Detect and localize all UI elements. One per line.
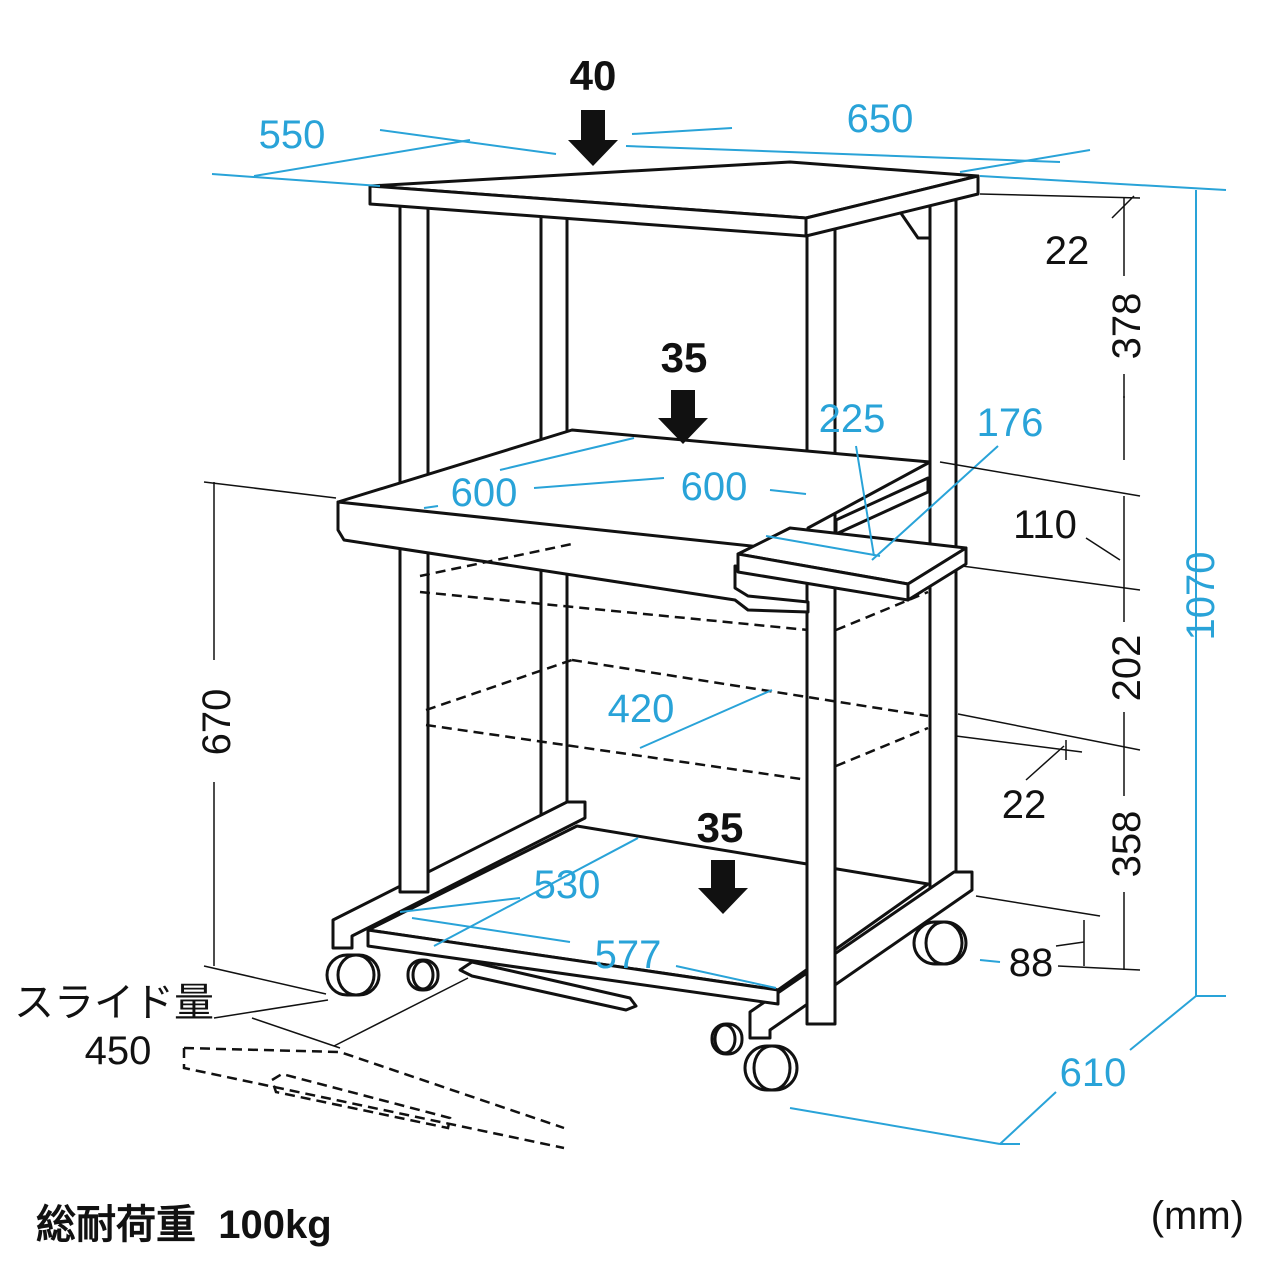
dim-top-depth: 550 — [259, 113, 326, 157]
cart-drawing — [325, 160, 980, 1092]
dim-mid-width: 600 — [681, 465, 748, 509]
blue-labels: 550 650 600 600 225 176 420 530 577 610 … — [259, 97, 1223, 1095]
front-right-post — [805, 226, 837, 1026]
caster-front-left — [325, 953, 381, 997]
dim-bottom-width: 577 — [595, 933, 662, 977]
dark-dimension-lines — [203, 193, 1141, 1049]
dim-top-thickness: 22 — [1045, 229, 1090, 273]
dim-mid-depth: 600 — [451, 471, 518, 515]
caster-back-right — [710, 1022, 744, 1056]
dim-middle-gap: 202 — [1105, 635, 1149, 702]
bottom-shelf-front — [366, 928, 780, 1006]
dim-kbd-height: 110 — [1013, 503, 1077, 547]
keyboard-shelf-side — [906, 546, 968, 602]
arrow-bottom — [698, 860, 748, 914]
dark-labels: 22 378 110 202 22 358 88 670 スライド量 450 — [14, 229, 1149, 1073]
top-shelf-side — [804, 174, 980, 238]
dim-top-gap: 378 — [1105, 293, 1149, 360]
load-bottom-label: 35 — [697, 804, 744, 851]
arrow-middle — [658, 390, 708, 444]
load-top-label: 40 — [570, 52, 617, 99]
load-middle-label: 35 — [661, 334, 708, 381]
dim-kbd-width: 225 — [819, 397, 886, 441]
slide-amount-value: 450 — [85, 1029, 152, 1073]
dim-desk-height: 670 — [195, 689, 239, 756]
blue-dimension-lines — [211, 127, 1227, 1145]
dim-shelf-thickness: 22 — [1002, 783, 1047, 827]
dashed-shelves — [182, 542, 929, 1150]
caster-rear-right — [912, 920, 968, 966]
dim-kbd-depth: 176 — [977, 401, 1044, 445]
base-left-rail — [331, 800, 587, 950]
dim-top-width: 650 — [847, 97, 914, 141]
dim-base-depth: 610 — [1060, 1051, 1127, 1095]
dim-total-height: 1070 — [1179, 552, 1223, 641]
dim-inner-width: 420 — [608, 687, 675, 731]
dim-bottom-depth: 530 — [534, 863, 601, 907]
total-load-caption: 総耐荷重 100kg — [36, 1203, 332, 1247]
slide-amount-label: スライド量 — [14, 981, 214, 1025]
caster-front-right — [743, 1044, 799, 1092]
dim-bottom-height: 88 — [1009, 941, 1054, 985]
slide-handle — [458, 960, 638, 1012]
dim-lower-gap: 358 — [1105, 811, 1149, 878]
load-arrows — [568, 110, 748, 914]
arrow-top — [568, 110, 618, 166]
caster-back-left — [406, 958, 440, 992]
unit-label: (mm) — [1150, 1194, 1244, 1238]
